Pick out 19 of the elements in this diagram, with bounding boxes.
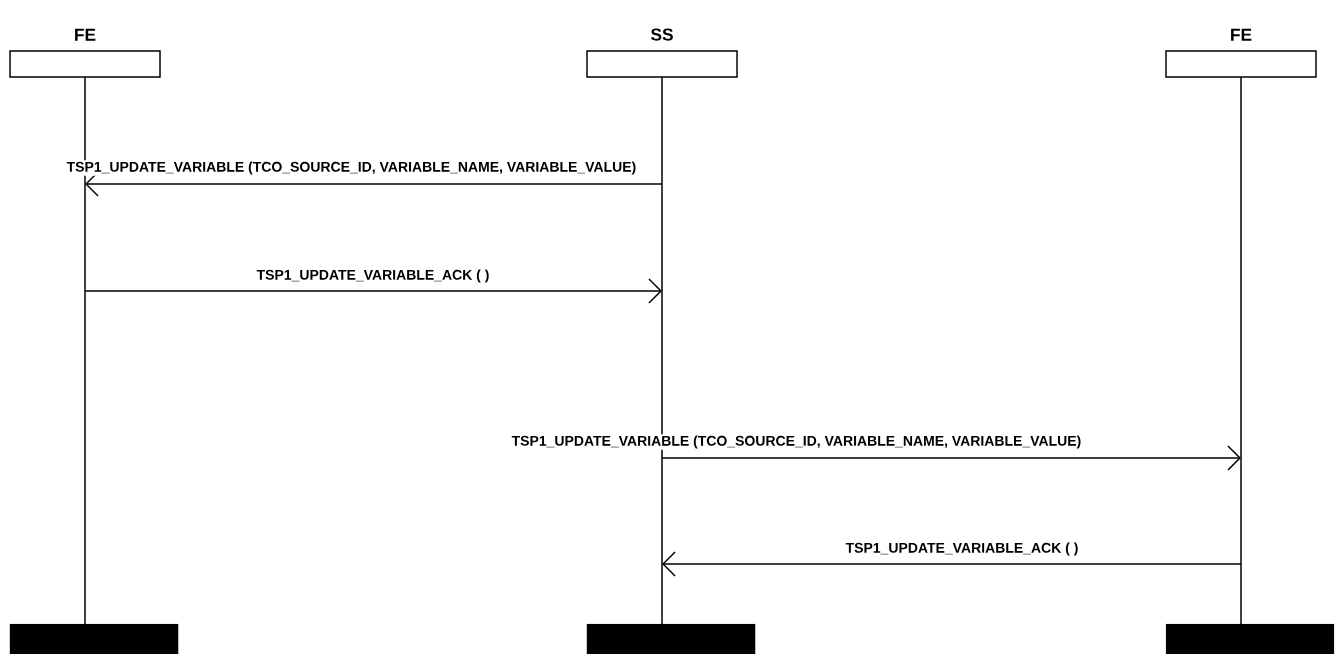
edge-label: TSP1_UPDATE_VARIABLE (TCO_SOURCE_ID, VARIABLE_NAME, VARIABLE_VALUE) — [65, 160, 638, 176]
lifeline-end-bar — [9, 623, 179, 654]
message-arrow — [662, 551, 1242, 577]
message-arrow — [661, 445, 1241, 471]
node-label: FE — [1231, 28, 1252, 41]
lifeline-end-bar — [1165, 623, 1335, 654]
edge-label: TSP1_UPDATE_VARIABLE_ACK ( ) — [844, 541, 1080, 557]
lifeline-head-box: FE — [9, 28, 161, 78]
lifeline — [84, 77, 86, 624]
lifeline-head-box: FE — [1165, 28, 1317, 78]
lifeline — [1240, 77, 1242, 624]
edge-label: TSP1_UPDATE_VARIABLE_ACK ( ) — [255, 268, 491, 284]
edge-label: TSP1_UPDATE_VARIABLE (TCO_SOURCE_ID, VARIABLE_NAME, VARIABLE_VALUE) — [510, 434, 1083, 450]
message-arrow — [84, 278, 662, 304]
lifeline-head-box: SS — [586, 28, 738, 78]
lifeline-end-bar — [586, 623, 756, 654]
node-label: SS — [650, 28, 673, 41]
lifeline — [661, 77, 663, 624]
node-label: FE — [75, 28, 96, 41]
